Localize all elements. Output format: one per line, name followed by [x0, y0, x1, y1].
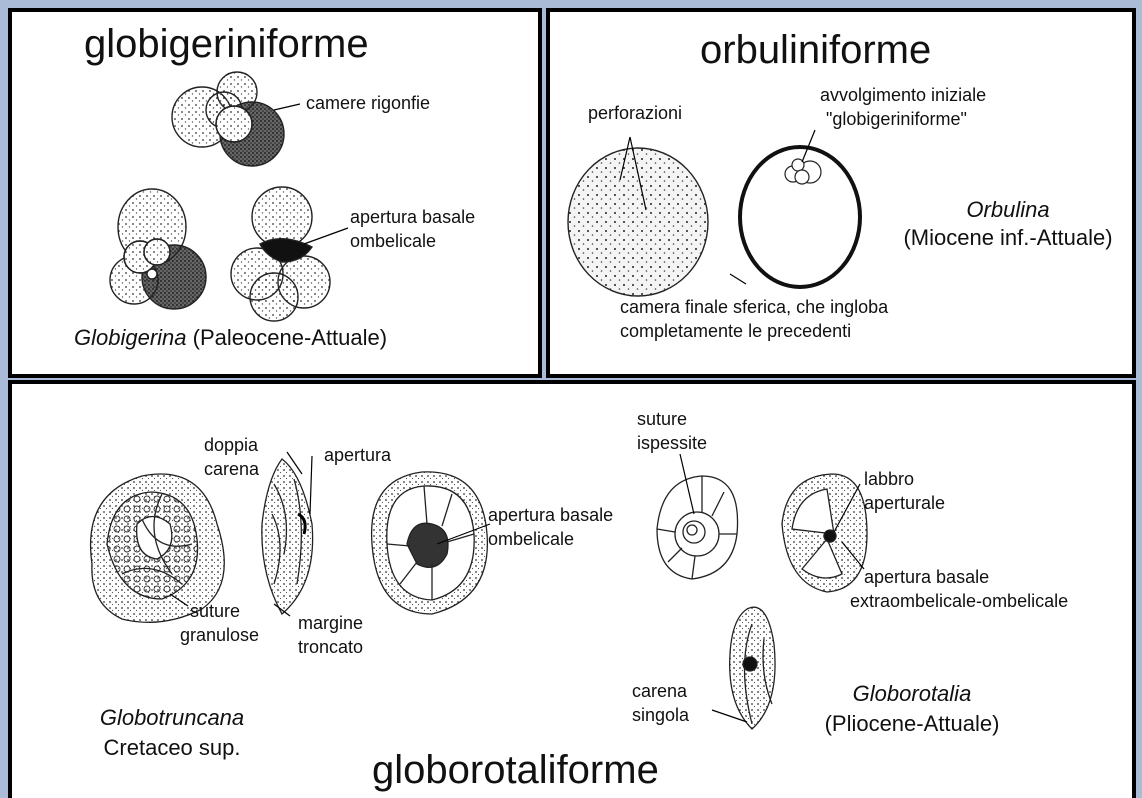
- label-troncato: troncato: [298, 636, 363, 658]
- globotruncana-umbilical-view: [372, 472, 488, 614]
- leader-aperture: [304, 228, 348, 244]
- label-suture: suture: [190, 600, 240, 622]
- label-apertura-basale-globotruncana: apertura basale: [488, 504, 613, 526]
- panel-orbuliniforme: orbuliniforme perforazioni avvolgimento …: [546, 8, 1136, 378]
- range-globigerina: (Paleocene-Attuale): [193, 325, 387, 350]
- leader-chambers: [274, 104, 300, 110]
- panel-globigeriniforme: globigeriniforme camere rigonfie apertur…: [8, 8, 542, 378]
- panel-globorotaliforme: doppia carena apertura suture granulose …: [8, 380, 1136, 798]
- label-apertura: apertura: [324, 444, 391, 466]
- orbulina-genus: Orbulina: [888, 196, 1128, 223]
- label-labbro: labbro: [864, 468, 914, 490]
- label-avvolgimento-iniziale: avvolgimento iniziale: [820, 84, 986, 106]
- label-apertura-basale: apertura basale: [350, 206, 475, 228]
- label-camera-finale: camera finale sferica, che ingloba: [620, 296, 888, 318]
- label-ombelicale: ombelicale: [350, 230, 436, 252]
- globigeriniforme-title: globigeriniforme: [84, 22, 369, 67]
- label-carena-singola-1: carena: [632, 680, 687, 702]
- label-ombelicale-globotruncana: ombelicale: [488, 528, 574, 550]
- globotruncana-genus: Globotruncana: [72, 704, 272, 731]
- globigerina-apertural-specimen: [231, 187, 330, 321]
- globigerina-top-specimen: [172, 72, 284, 166]
- globorotalia-genus: Globorotalia: [802, 680, 1022, 707]
- label-margine: margine: [298, 612, 363, 634]
- label-doppia: doppia: [204, 434, 258, 456]
- orbulina-range: (Miocene inf.-Attuale): [888, 224, 1128, 251]
- label-granulose: granulose: [180, 624, 259, 646]
- label-perforazioni: perforazioni: [588, 102, 682, 124]
- label-suture-ispessite-1: suture: [637, 408, 687, 430]
- label-apertura-basale-globorotalia: apertura basale: [864, 566, 989, 588]
- globotruncana-side-view: [262, 459, 313, 614]
- label-suture-ispessite-2: ispessite: [637, 432, 707, 454]
- globorotaliforme-title: globorotaliforme: [372, 748, 659, 793]
- label-completamente: completamente le precedenti: [620, 320, 851, 342]
- label-aperturale: aperturale: [864, 492, 945, 514]
- orbulina-pores: [568, 148, 708, 296]
- label-carena: carena: [204, 458, 259, 480]
- globorotalia-umbilical-view: [782, 474, 867, 592]
- globorotalia-spiral-view: [657, 476, 738, 579]
- label-camere-rigonfie: camere rigonfie: [306, 92, 430, 114]
- genus-globigerina: Globigerina: [74, 325, 187, 350]
- globotruncana-range: Cretaceo sup.: [72, 734, 272, 761]
- label-globigeriniforme-quote: "globigeriniforme": [826, 108, 967, 130]
- globorotalia-range: (Pliocene-Attuale): [802, 710, 1022, 737]
- globigerina-caption: Globigerina (Paleocene-Attuale): [74, 324, 387, 351]
- orbuliniforme-title: orbuliniforme: [700, 28, 931, 73]
- globorotalia-side-view: [730, 607, 775, 729]
- label-carena-singola-2: singola: [632, 704, 689, 726]
- label-extraombelicale: extraombelicale-ombelicale: [850, 590, 1068, 612]
- globigerina-umbilical-specimen: [110, 189, 206, 309]
